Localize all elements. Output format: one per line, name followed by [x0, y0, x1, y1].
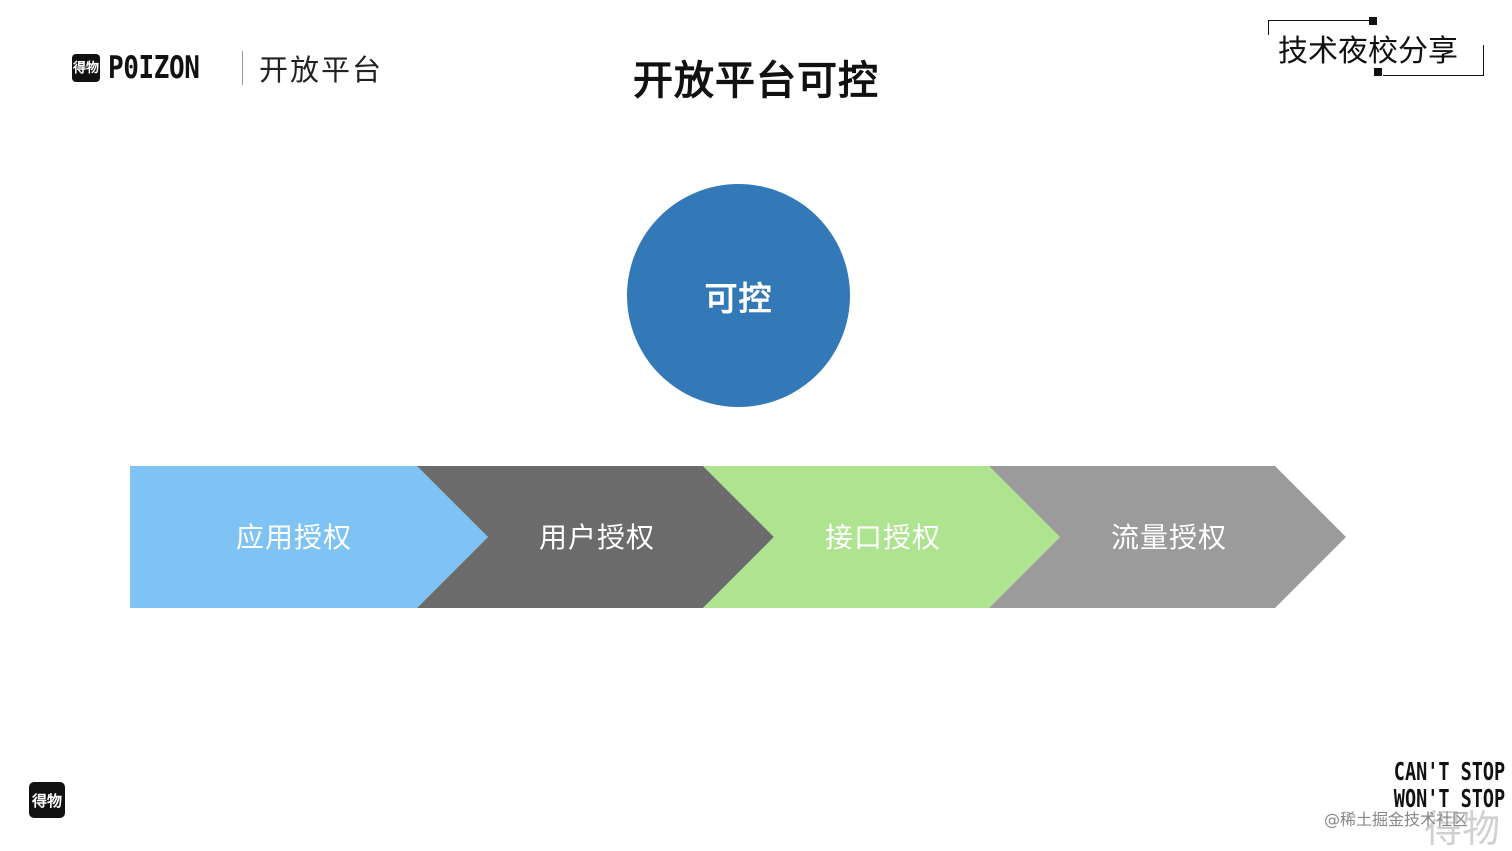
- center-node-label: 可控: [704, 278, 773, 318]
- badge-corner-top-left: [1268, 20, 1369, 35]
- badge-square-mark: [1374, 68, 1382, 76]
- slogan: CAN'T STOP WON'T STOP: [1393, 757, 1506, 813]
- step-chevron-api-auth: [703, 466, 1060, 608]
- brand-logo: 得物 P0IZON 开放平台: [72, 48, 383, 88]
- step-label-user-auth: 用户授权: [538, 521, 655, 554]
- step-chevron-traffic-auth: [989, 466, 1346, 608]
- brand-subtitle: 开放平台: [259, 53, 384, 87]
- badge-corner-bottom-right: [1383, 45, 1484, 76]
- step-label-api-auth: 接口授权: [824, 521, 941, 554]
- brand-divider: [242, 51, 243, 85]
- step-label-traffic-auth: 流量授权: [1110, 521, 1227, 554]
- step-chevron-user-auth: [417, 466, 774, 608]
- badge-square-mark: [1369, 17, 1377, 25]
- page-title: 开放平台可控: [633, 58, 879, 104]
- footer-dewu-icon: 得物: [29, 782, 65, 818]
- dewu-logo-icon: 得物: [72, 54, 100, 82]
- poizon-wordmark: P0IZON: [108, 50, 200, 86]
- night-school-badge: 技术夜校分享: [1268, 17, 1484, 76]
- step-chevron-app-auth: [130, 466, 488, 608]
- watermark-text: @稀土掘金技术社区: [1324, 810, 1469, 829]
- center-node-circle: 可控: [627, 184, 850, 407]
- watermark-large: 得物: [1424, 807, 1501, 851]
- slogan-line: CAN'T STOP: [1393, 757, 1506, 786]
- badge-text: 技术夜校分享: [1278, 34, 1458, 69]
- step-label-app-auth: 应用授权: [235, 521, 352, 554]
- slogan-line: WON'T STOP: [1393, 784, 1506, 813]
